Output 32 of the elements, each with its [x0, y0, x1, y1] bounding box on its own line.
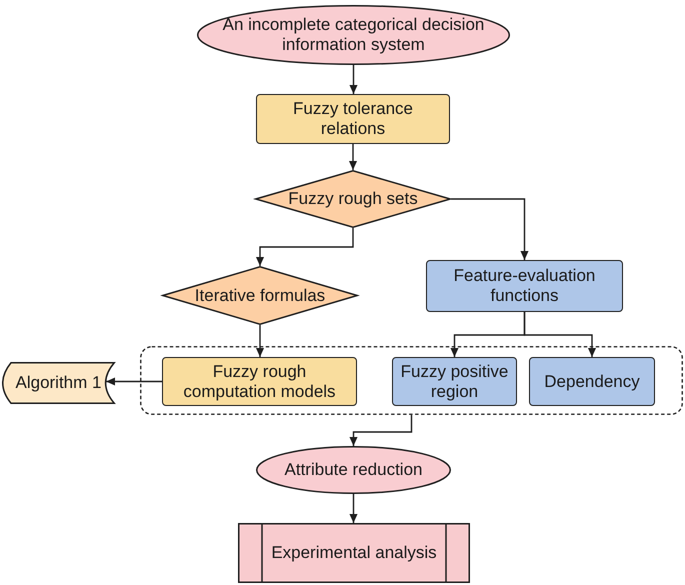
- node-label: An incomplete categorical decision information system: [222, 15, 486, 55]
- node-label: Attribute reduction: [284, 460, 422, 480]
- node-label: Dependency: [544, 372, 640, 392]
- process-box: [162, 357, 357, 406]
- node-label: Algorithm 1: [16, 373, 102, 393]
- arrow: [106, 377, 162, 386]
- node-label: Fuzzy tolerance relations: [292, 99, 414, 139]
- predefined-process-box: [238, 523, 470, 583]
- arrow: [256, 228, 354, 266]
- stored-data-shape: [2, 362, 115, 404]
- decision-diamond: [255, 170, 451, 228]
- group-frame: [140, 346, 683, 415]
- arrow: [451, 198, 529, 260]
- node-label: Fuzzy positive region: [400, 362, 510, 402]
- arrow: [349, 65, 358, 94]
- arrow: [349, 494, 358, 523]
- node-label: Iterative formulas: [194, 286, 326, 306]
- terminator-ellipse: [197, 5, 510, 65]
- process-box: [426, 260, 623, 312]
- node-label: Experimental analysis: [271, 543, 437, 563]
- node-label: Feature-evaluation functions: [452, 266, 596, 306]
- process-box: [529, 357, 655, 406]
- process-box: [256, 94, 450, 144]
- arrow: [256, 325, 264, 357]
- terminator-ellipse: [256, 446, 451, 494]
- arrow: [349, 415, 412, 446]
- decision-diamond: [162, 266, 358, 325]
- arrow: [348, 144, 358, 170]
- arrow: [524, 312, 596, 357]
- node-label: Fuzzy rough sets: [288, 189, 418, 209]
- node-label: Fuzzy rough computation models: [182, 362, 337, 402]
- process-box: [392, 357, 517, 406]
